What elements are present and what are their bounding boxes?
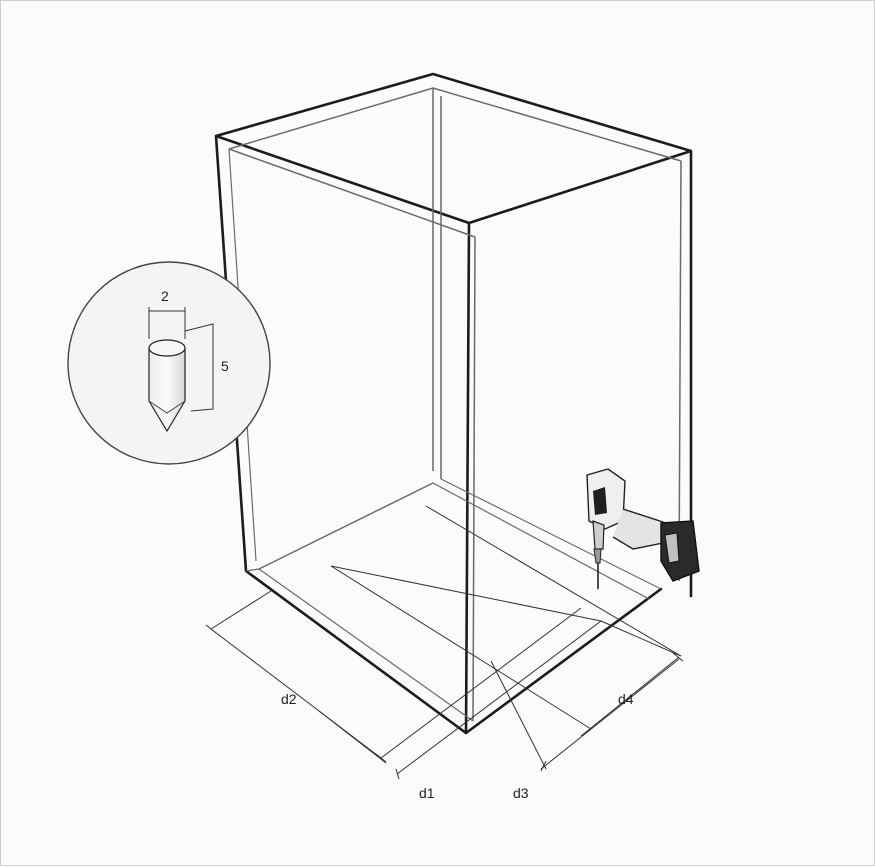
- dimension-label-d3: d3: [513, 785, 529, 801]
- dimension-label-d2: d2: [281, 691, 297, 707]
- drill-bit-detail: 2 5: [67, 261, 271, 465]
- power-drill-icon: [586, 468, 700, 589]
- dimension-d4: [580, 620, 684, 737]
- drill-bit-icon: [148, 339, 186, 433]
- cabinet-inner-edges: [228, 87, 682, 722]
- detail-depth-label: 5: [221, 358, 229, 374]
- dimension-d2: [205, 590, 387, 764]
- dimension-label-d4: d4: [618, 691, 634, 707]
- cabinet-outer-edges: [214, 72, 693, 735]
- dimension-label-d1: d1: [419, 785, 435, 801]
- dimension-d1: [330, 565, 602, 780]
- dimension-d3: [330, 505, 682, 772]
- cabinet-box: [214, 72, 693, 735]
- detail-width-label: 2: [161, 288, 169, 304]
- cabinet-base-lines: [228, 148, 662, 722]
